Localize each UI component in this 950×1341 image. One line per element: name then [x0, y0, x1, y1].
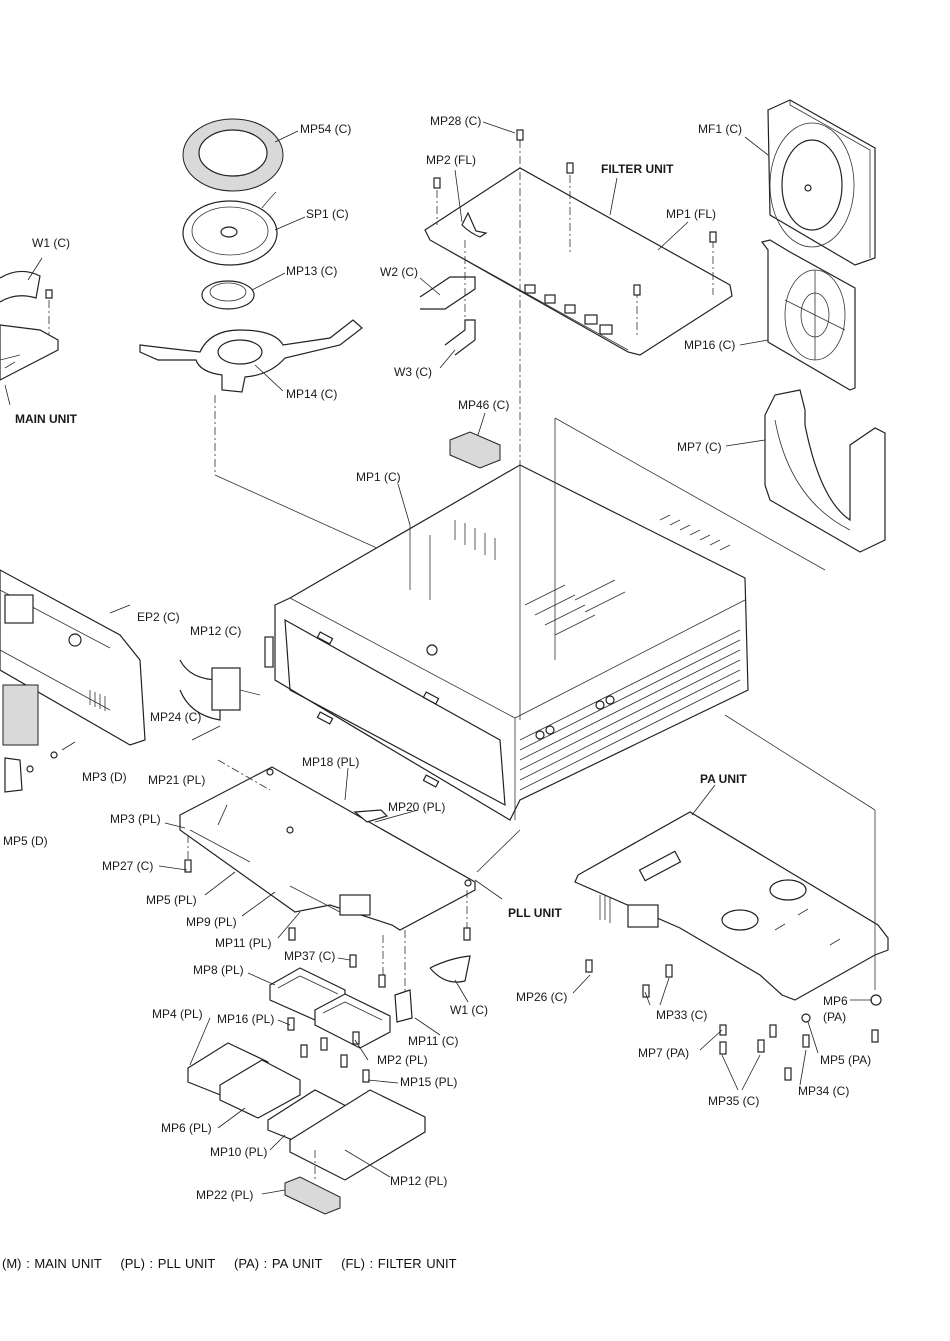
label-mp24-c: MP24 (C): [150, 710, 202, 724]
label-w2-c: W2 (C): [380, 265, 418, 279]
clip-mp5-d: [4, 757, 23, 793]
filter-unit-board: [424, 167, 733, 356]
speaker-gasket-mp54: [182, 118, 284, 192]
label-w1-c-bottom: W1 (C): [450, 1003, 488, 1017]
front-panel-partial: [0, 569, 146, 746]
label-mp2-fl: MP2 (FL): [426, 153, 477, 167]
speaker-bracket-mp14: [139, 319, 363, 393]
label-mp5-pa: MP5 (PA): [820, 1053, 872, 1067]
label-filter-unit: FILTER UNIT: [601, 162, 674, 176]
label-mp1-c: MP1 (C): [356, 470, 401, 484]
label-w3-c: W3 (C): [394, 365, 432, 379]
fan-holder-mp7: [764, 389, 886, 553]
label-mp4-pl: MP4 (PL): [152, 1007, 203, 1021]
foam-mp46: [449, 431, 501, 469]
label-mp13-c: MP13 (C): [286, 264, 338, 278]
shield-cover-mp6: [219, 1059, 301, 1119]
label-mp28-c: MP28 (C): [430, 114, 482, 128]
pa-unit-board: [574, 811, 889, 1001]
label-mp1-fl: MP1 (FL): [666, 207, 717, 221]
label-mp5-pl: MP5 (PL): [146, 893, 197, 907]
flat-cable-w1: [429, 955, 471, 983]
label-mp21-pl: MP21 (PL): [148, 773, 206, 787]
cooling-fan-mf1: [767, 99, 876, 266]
label-mp18-pl: MP18 (PL): [302, 755, 360, 769]
label-mp20-pl: MP20 (PL): [388, 800, 446, 814]
label-mp7-pa: MP7 (PA): [638, 1046, 690, 1060]
label-mp5-d: MP5 (D): [3, 834, 48, 848]
fan-guard-mp16: [760, 239, 856, 391]
label-mf1-c: MF1 (C): [698, 122, 742, 136]
screws-pll: [184, 859, 471, 1083]
label-mp11-pl: MP11 (PL): [215, 936, 272, 950]
screws-pa: [585, 959, 879, 1081]
connector-ep2-mp12: [179, 659, 261, 721]
label-main-unit: MAIN UNIT: [15, 412, 77, 426]
label-mp12-pl: MP12 (PL): [390, 1174, 448, 1188]
label-mp6-pl: MP6 (PL): [161, 1121, 212, 1135]
shield-case-mp2: [314, 993, 391, 1049]
label-mp3-pl: MP3 (PL): [110, 812, 161, 826]
label-mp7-c: MP7 (C): [677, 440, 722, 454]
label-pa-unit: PA UNIT: [700, 772, 747, 786]
label-mp12-c: MP12 (C): [190, 624, 242, 638]
label-mp3-d: MP3 (D): [82, 770, 127, 784]
label-mp2-pl: MP2 (PL): [377, 1053, 428, 1067]
legend-item-main: (M) : MAIN UNIT: [2, 1256, 102, 1271]
label-ep2-c: EP2 (C): [137, 610, 180, 624]
label-sp1-c: SP1 (C): [306, 207, 349, 221]
label-mp37-c: MP37 (C): [284, 949, 336, 963]
foam-mp22: [284, 1176, 341, 1215]
label-mp16-pl: MP16 (PL): [217, 1012, 275, 1026]
legend-item-filter: (FL) : FILTER UNIT: [341, 1256, 457, 1271]
label-mp6-pa: MP6: [823, 994, 848, 1008]
label-mp15-pl: MP15 (PL): [400, 1075, 458, 1089]
flat-cable-w3: [444, 319, 476, 356]
bracket-mp11: [394, 989, 413, 1023]
chassis-mp1: [264, 464, 749, 821]
label-mp22-pl: MP22 (PL): [196, 1188, 254, 1202]
label-pll-unit: PLL UNIT: [508, 906, 562, 920]
legend-item-pa: (PA) : PA UNIT: [234, 1256, 323, 1271]
label-mp46-c: MP46 (C): [458, 398, 510, 412]
label-mp26-c: MP26 (C): [516, 990, 568, 1004]
speaker-sp1: [182, 191, 278, 266]
leader-lines: [4, 121, 872, 1195]
legend-item-pll: (PL) : PLL UNIT: [120, 1256, 216, 1271]
washer: [26, 765, 34, 773]
label-mp16-c: MP16 (C): [684, 338, 736, 352]
label-w1-c-top: W1 (C): [32, 236, 70, 250]
unit-legend: (M) : MAIN UNIT (PL) : PLL UNIT (PA) : P…: [2, 1256, 471, 1271]
label-mp27-c: MP27 (C): [102, 859, 154, 873]
flat-cable-w2: [419, 276, 476, 310]
label-mp33-c: MP33 (C): [656, 1008, 708, 1022]
label-mp54-c: MP54 (C): [300, 122, 352, 136]
label-mp14-c: MP14 (C): [286, 387, 338, 401]
main-unit-board: [0, 270, 59, 381]
label-mp8-pl: MP8 (PL): [193, 963, 244, 977]
label-mp34-c: MP34 (C): [798, 1084, 850, 1098]
label-mp9-pl: MP9 (PL): [186, 915, 237, 929]
label-mp11-c: MP11 (C): [408, 1034, 459, 1048]
pll-unit-board: [179, 766, 476, 931]
label-mp6-pa-unit: (PA): [823, 1010, 847, 1024]
label-mp10-pl: MP10 (PL): [210, 1145, 268, 1159]
label-mp35-c: MP35 (C): [708, 1094, 760, 1108]
screws-filter: [433, 129, 717, 296]
speaker-ring-mp13: [201, 280, 255, 310]
shield-cover-mp12: [289, 1089, 426, 1181]
